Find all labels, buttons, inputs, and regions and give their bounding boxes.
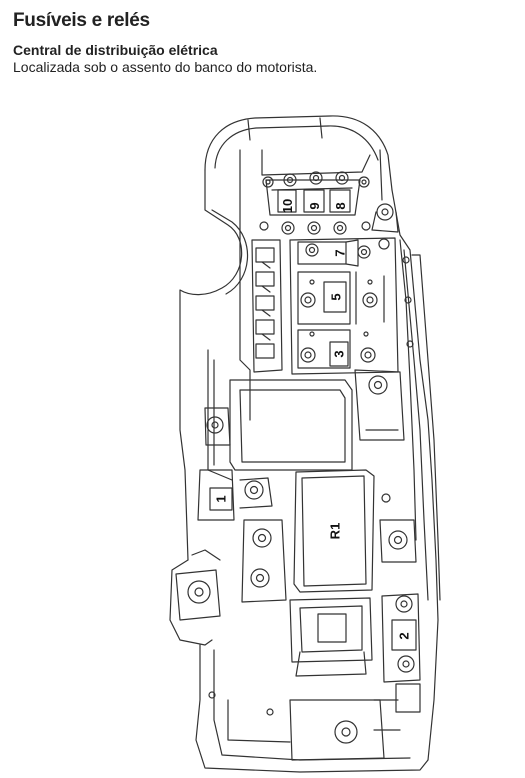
- location-description: Localizada sob o assento do banco do mot…: [13, 59, 318, 75]
- fuse-label-7: 7: [333, 249, 348, 256]
- fuse-label-2: 2: [397, 632, 412, 639]
- page-title: Fusíveis e relés: [13, 10, 150, 31]
- fuse-label-10: 10: [280, 199, 295, 213]
- page-subtitle: Central de distribuição elétrica: [13, 42, 218, 58]
- bolt-row-top: [262, 171, 370, 188]
- fuse-label-1: 1: [214, 495, 229, 502]
- lower-fuse-block: [175, 407, 417, 621]
- top-fuse-block: [259, 149, 399, 235]
- right-rail: [354, 239, 417, 541]
- fuse-label-3: 3: [332, 350, 347, 357]
- housing-outline: [169, 115, 441, 773]
- fuse-label-8: 8: [333, 202, 348, 209]
- page-header: Fusíveis e relés Central de distribuição…: [13, 8, 515, 76]
- left-terminal-slots: [251, 239, 283, 373]
- fuse-label-9: 9: [307, 202, 322, 209]
- fuse-label-5: 5: [329, 293, 344, 300]
- bottom-connector-block: [208, 593, 421, 761]
- relay-label-r1: R1: [328, 523, 343, 540]
